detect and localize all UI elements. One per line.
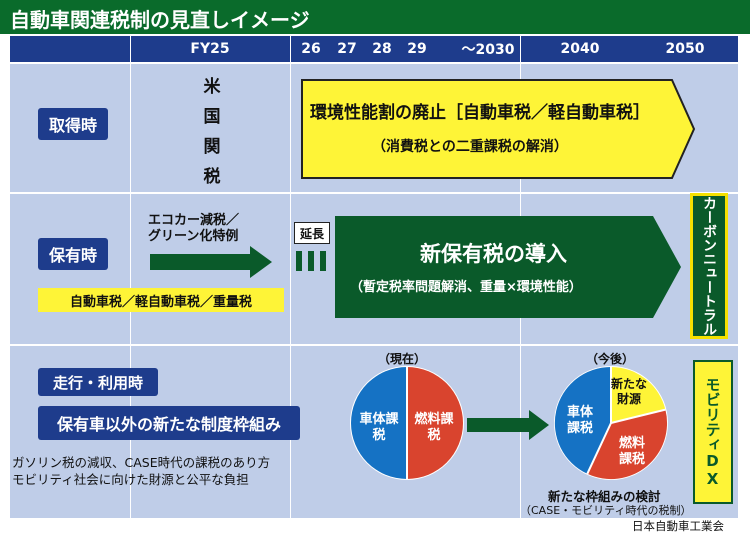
new-framework-label: 保有車以外の新たな制度枠組み [38,406,300,440]
mobility-dx-label: モビリティDX [693,360,733,504]
grid-line [130,36,131,518]
pie-future-vehicle-slice [554,366,611,474]
new-ownership-tax-subtitle: （暫定税率問題解消、重量×環境性能） [350,280,582,295]
extension-bar [308,251,314,271]
row-label-acquisition: 取得時 [38,108,108,140]
pie-current-title: （現在） [378,352,427,366]
pie-current-vehicle-label: 車体課税 [359,412,399,443]
ecocar-line1: エコカー減税／ [148,213,240,228]
pie-future-vehicle-label: 車体課税 [566,405,593,436]
carbon-neutral-label: カーボンニュートラル [690,193,728,339]
tariff-char: 関 [203,137,221,157]
extension-bar [296,251,302,271]
row-label-ownership: 保有時 [38,238,108,270]
grid-line [290,36,291,518]
usage-note-1: ガソリン税の減収、CASE時代の課税のあり方 [12,455,271,470]
carbon-neutral-text: カーボンニュートラル [701,196,717,336]
mobility-dx-text: モビリティDX [703,376,722,488]
pie-future-fuel-slice [587,409,668,480]
header-2030: 〜2030 [461,42,515,58]
extension-label: 延長 [294,222,330,244]
vehicle-taxes-label: 自動車税／軽自動車税／重量税 [38,288,284,312]
ecocar-text: エコカー減税／ グリーン化特例 [148,213,239,245]
new-ownership-tax-arrow [335,216,681,318]
env-tax-abolition-arrow [301,79,696,179]
env-tax-abolition-text: 環境性能割の廃止［自動車税／軽自動車税］ [310,103,650,123]
ecocar-line2: グリーン化特例 [148,229,239,244]
pie-future-title: （今後） [586,352,635,366]
new-ownership-tax-title: 新保有税の導入 [420,242,567,266]
header-28: 28 [372,41,392,57]
tariff-char: 国 [203,107,221,127]
timeline-header: FY25 26 27 28 29 〜2030 2040 2050 [10,36,738,62]
study-text-line1: 新たな枠組みの検討 [548,489,661,504]
study-text-line2: （CASE・モビリティ時代の税制） [520,504,692,517]
header-27: 27 [337,41,357,57]
source-credit: 日本自動車工業会 [632,519,724,533]
pie-current [350,366,464,480]
pie-future-new-label: 新たな財源 [610,377,647,406]
page-title: 自動車関連税制の見直しイメージ [10,8,310,32]
title-bar [0,0,750,34]
pie-future-new-slice [611,367,666,423]
us-tariff-label: 米 国 関 税 [200,72,224,192]
pie-current-fuel-label: 燃料課税 [414,412,454,443]
usage-note-2: モビリティ社会に向けた財源と公平な負担 [12,472,249,487]
usage-notes: ガソリン税の減収、CASE時代の課税のあり方 モビリティ社会に向けた財源と公平な… [12,454,270,488]
header-2050: 2050 [665,41,705,57]
header-fy25: FY25 [190,41,230,57]
tariff-char: 米 [203,77,221,97]
header-26: 26 [301,41,321,57]
header-2040: 2040 [560,41,600,57]
env-tax-abolition-subtext: （消費税との二重課税の解消） [372,139,568,155]
pie-future [554,366,668,480]
pie-current-vehicle-slice [351,367,407,479]
ecocar-arrow [150,246,272,278]
pie-current-fuel-slice [407,367,463,479]
tariff-char: 税 [203,167,221,187]
extension-bar [320,251,326,271]
transition-arrow [467,410,549,440]
header-29: 29 [407,41,427,57]
row-label-usage: 走行・利用時 [38,368,158,396]
pie-future-fuel-label: 燃料課税 [618,436,645,467]
